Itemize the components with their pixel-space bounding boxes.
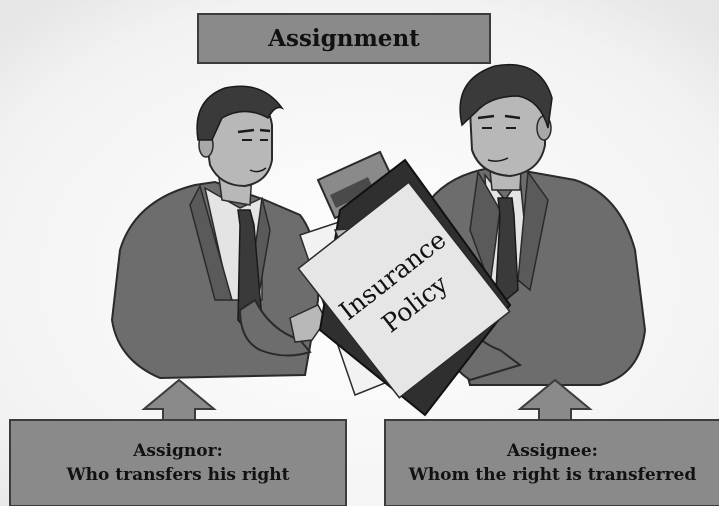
assignee-heading: Assignee:	[507, 441, 598, 461]
policy-sheet: Insurance Policy	[297, 181, 511, 399]
assignor-heading: Assignor:	[133, 441, 223, 461]
assignor-description: Who transfers his right	[66, 465, 290, 485]
assignor-box: Assignor: Who transfers his right	[9, 419, 347, 506]
title-box: Assignment	[197, 13, 491, 64]
title-text: Assignment	[268, 25, 420, 52]
assignee-description: Whom the right is transferred	[408, 465, 697, 485]
assignee-box: Assignee: Whom the right is transferred	[384, 419, 719, 506]
